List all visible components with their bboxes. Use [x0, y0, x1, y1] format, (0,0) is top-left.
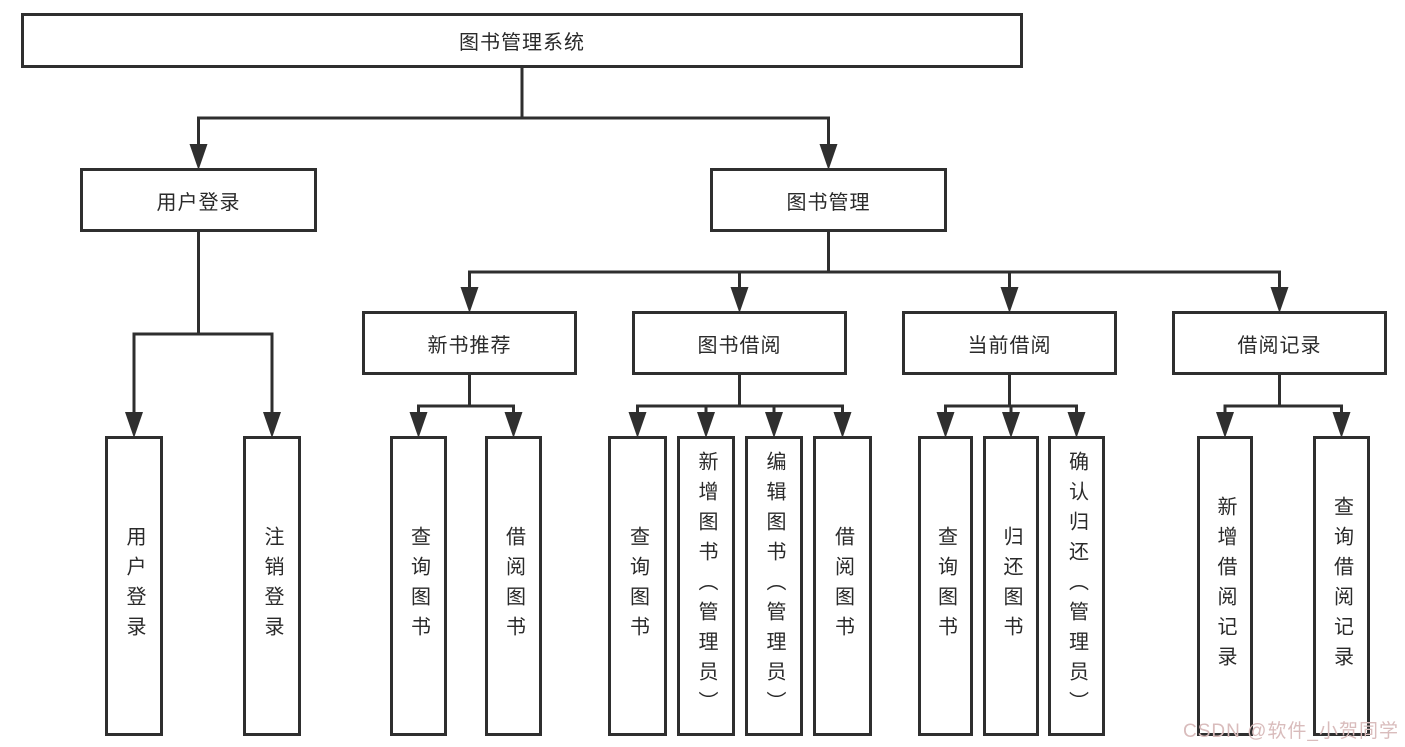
node-label-bb-query-book: 查询图书	[626, 526, 649, 646]
node-user-login: 用户登录	[80, 168, 317, 232]
node-bb-borrow-book: 借阅图书	[813, 436, 872, 736]
node-label-bb-add-book: 新增图书（管理员）	[695, 451, 717, 721]
arrowhead-icon	[504, 412, 523, 438]
node-label-new-book-rec: 新书推荐	[427, 334, 512, 357]
arrowhead-icon	[765, 412, 783, 438]
node-br-query-record: 查询借阅记录	[1313, 436, 1370, 736]
node-rec-borrow-book: 借阅图书	[485, 436, 542, 736]
csdn-watermark: CSDN @软件_小贺同学	[1183, 721, 1399, 742]
arrowhead-icon	[697, 412, 715, 438]
node-book-borrow: 图书借阅	[632, 311, 847, 375]
arrowhead-icon	[1000, 287, 1019, 313]
node-label-cb-confirm: 确认归还（管理员）	[1065, 451, 1088, 721]
node-cb-confirm: 确认归还（管理员）	[1048, 436, 1105, 736]
node-br-add-record: 新增借阅记录	[1197, 436, 1253, 736]
arrowhead-icon	[1067, 412, 1086, 438]
node-bb-edit-book: 编辑图书（管理员）	[745, 436, 803, 736]
node-label-root: 图书管理系统	[459, 32, 585, 54]
node-root: 图书管理系统	[21, 13, 1023, 68]
arrowhead-icon	[409, 412, 428, 438]
arrowhead-icon	[125, 412, 143, 438]
node-label-book-borrow: 图书借阅	[697, 334, 782, 357]
arrowhead-icon	[628, 412, 647, 438]
node-logout: 注销登录	[243, 436, 301, 736]
node-rec-query-book: 查询图书	[390, 436, 447, 736]
node-label-br-query-record: 查询借阅记录	[1330, 496, 1353, 676]
node-bb-add-book: 新增图书（管理员）	[677, 436, 735, 736]
node-cb-return-book: 归还图书	[983, 436, 1039, 736]
node-label-bb-borrow-book: 借阅图书	[831, 526, 854, 646]
node-label-bb-edit-book: 编辑图书（管理员）	[763, 451, 785, 721]
node-label-logout: 注销登录	[261, 526, 283, 646]
node-cb-query-book: 查询图书	[918, 436, 973, 736]
arrowhead-icon	[833, 412, 852, 438]
node-label-rec-query-book: 查询图书	[407, 526, 430, 646]
node-label-current-borrow: 当前借阅	[967, 334, 1052, 357]
node-current-borrow: 当前借阅	[902, 311, 1117, 375]
arrowhead-icon	[460, 287, 479, 313]
node-label-user-login: 用户登录	[156, 191, 241, 214]
node-label-cb-return-book: 归还图书	[1000, 526, 1022, 646]
node-label-rec-borrow-book: 借阅图书	[502, 526, 525, 646]
node-book-mgmt: 图书管理	[710, 168, 947, 232]
arrowhead-icon	[730, 287, 749, 313]
arrowhead-icon	[189, 144, 208, 170]
arrowhead-icon	[1332, 412, 1351, 438]
node-borrow-records: 借阅记录	[1172, 311, 1387, 375]
node-label-login: 用户登录	[123, 526, 145, 646]
arrowhead-icon	[819, 144, 838, 170]
arrowhead-icon	[1270, 287, 1289, 313]
node-new-book-rec: 新书推荐	[362, 311, 577, 375]
arrowhead-icon	[1216, 412, 1234, 438]
node-label-br-add-record: 新增借阅记录	[1214, 496, 1236, 676]
arrowhead-icon	[1002, 412, 1020, 438]
node-label-borrow-records: 借阅记录	[1237, 334, 1322, 357]
arrowhead-icon	[936, 412, 955, 438]
node-login: 用户登录	[105, 436, 163, 736]
node-bb-query-book: 查询图书	[608, 436, 667, 736]
node-label-book-mgmt: 图书管理	[786, 191, 871, 214]
arrowhead-icon	[263, 412, 281, 438]
node-label-cb-query-book: 查询图书	[934, 526, 957, 646]
